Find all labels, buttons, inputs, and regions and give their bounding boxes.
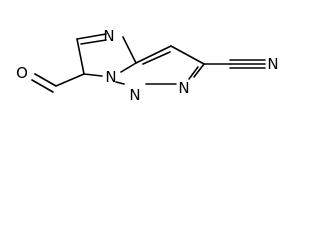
bond-c5-n4: [115, 81, 125, 85]
bond-c8a-c8-inner: [142, 51, 171, 65]
bond-c3-n4: [83, 73, 103, 77]
atom-label-n-bridge: N: [105, 68, 116, 86]
bond-n1-c2-inner: [80, 39, 107, 45]
bond-c8-c7: [170, 45, 205, 65]
bond-cho-o: [34, 73, 57, 87]
atom-label-o-aldehyde: O: [16, 64, 28, 82]
bond-c7-n6: [193, 63, 205, 78]
bond-c2-c3: [76, 38, 85, 75]
atom-label-n-bottom: N: [129, 86, 140, 104]
atom-label-n-nitrile: N: [267, 55, 278, 73]
bond-c7-n6-inner: [188, 66, 199, 80]
bond-c8a-c8: [135, 45, 172, 64]
chemical-structure-diagram: N N N N O N: [16, 27, 279, 104]
bond-n4-c8a: [120, 62, 137, 73]
bond-n1-c2: [76, 33, 107, 40]
bond-cho-o-inner: [31, 79, 54, 93]
atom-label-n-top: N: [103, 27, 114, 45]
bond-c3-cho: [55, 73, 85, 87]
atom-label-n-right: N: [178, 79, 189, 97]
bond-c8a-n1: [122, 36, 137, 64]
